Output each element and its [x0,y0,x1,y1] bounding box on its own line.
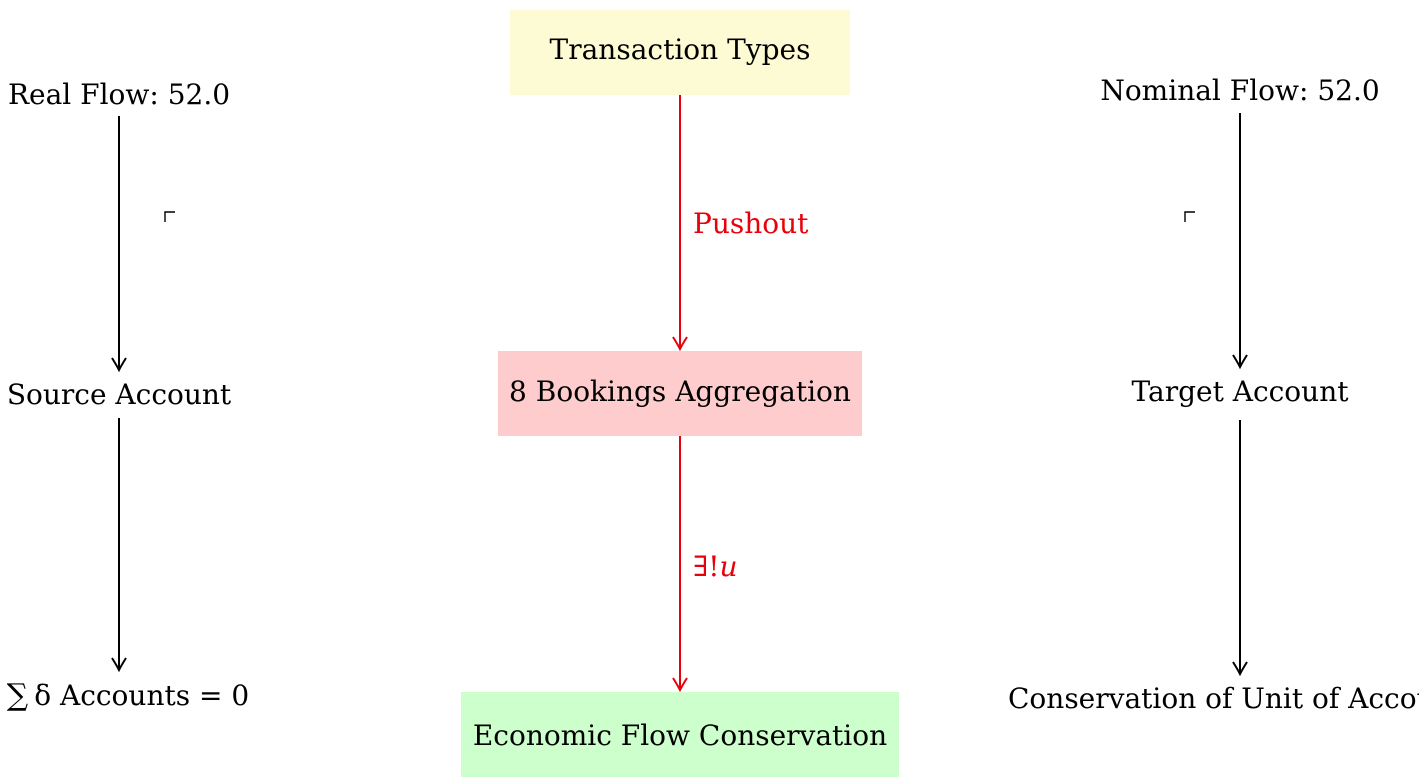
real-flow-node: Real Flow: 52.0 [8,78,230,111]
transaction-types-node: Transaction Types [550,33,811,66]
economic-flow-conservation-node: Economic Flow Conservation [473,719,887,752]
bookings-aggregation-node: 8 Bookings Aggregation [509,375,851,408]
unique-morphism-label: ∃!u [693,550,738,583]
sum-delta-accounts-node: ∑δ Accounts = 0 [7,678,249,713]
pushout-corner-right-icon [1184,211,1195,222]
pushout-label: Pushout [693,207,809,240]
unique-exists-symbol: ∃! [693,550,719,583]
economic-flow-conservation-box [461,692,899,777]
conservation-unit-of-account-node: Conservation of Unit of Account [1008,682,1419,715]
unique-morphism-var: u [719,550,737,583]
target-account-node: Target Account [1132,375,1350,408]
transaction-types-box [510,10,850,95]
bookings-aggregation-box [498,351,862,436]
source-account-node: Source Account [7,378,232,411]
pushout-corner-left-icon [164,211,175,222]
sum-symbol: ∑ [7,678,29,713]
sum-delta-text: δ Accounts = 0 [34,679,249,712]
nominal-flow-node: Nominal Flow: 52.0 [1100,74,1379,107]
